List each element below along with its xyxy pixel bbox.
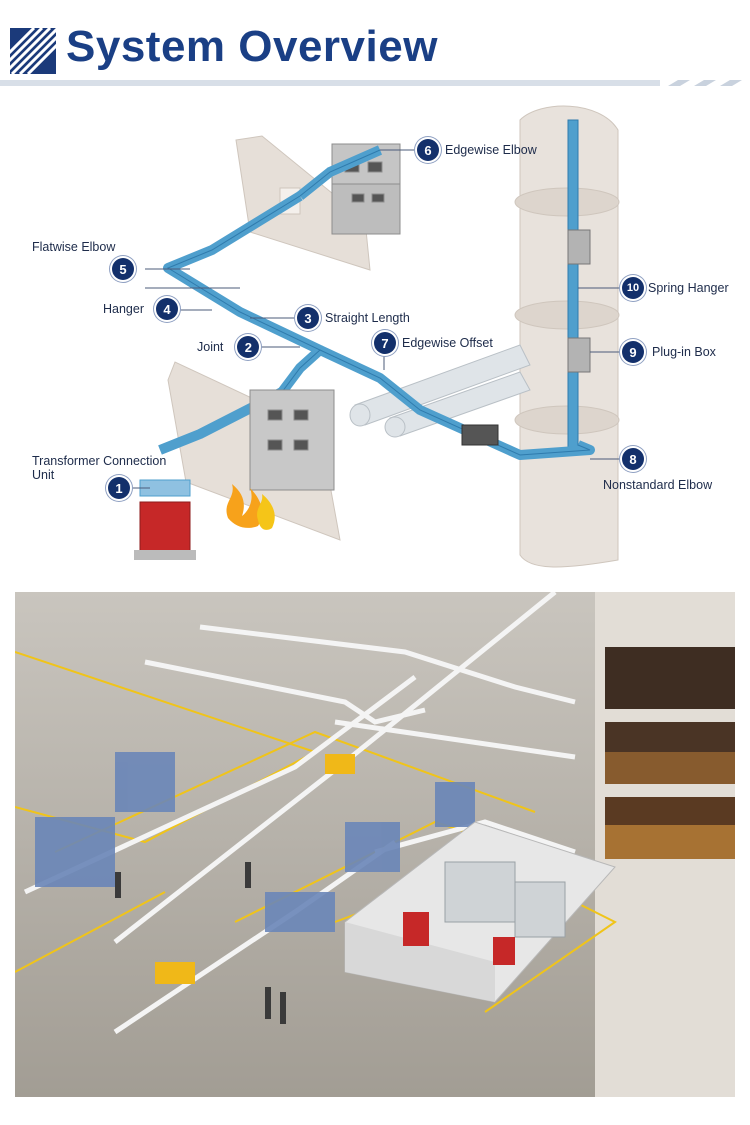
callout-joint: Joint 2: [197, 336, 260, 358]
callout-number-badge: 10: [622, 277, 644, 299]
callout-nonstandard-elbow-label: Nonstandard Elbow: [603, 478, 712, 492]
callout-label: Edgewise Elbow: [445, 143, 537, 157]
callout-label: Nonstandard Elbow: [603, 478, 713, 492]
diagram-illustration: [130, 105, 622, 568]
callout-number-badge: 5: [112, 258, 134, 280]
callout-spring-hanger: 10 Spring Hanger: [622, 277, 729, 299]
callout-label: Plug-in Box: [652, 345, 716, 359]
callout-label: Transformer Connection: [32, 454, 167, 468]
header-divider: [0, 80, 742, 86]
logo-icon: [10, 28, 56, 74]
callout-label: Spring Hanger: [648, 281, 729, 295]
busway-system-diagram: Transformer Connection Unit 1 Joint 2 3 …: [0, 100, 750, 570]
callout-transformer-connection-unit: Transformer Connection Unit: [32, 454, 166, 482]
callout-number-badge: 2: [237, 336, 260, 358]
callout-label: Joint: [197, 340, 224, 354]
callout-flatwise-elbow: Flatwise Elbow: [32, 240, 115, 254]
callout-number-badge: 4: [156, 298, 178, 320]
callout-label: Edgewise Offset: [402, 336, 493, 350]
callout-label: Hanger: [103, 302, 144, 316]
callout-number-badge: 1: [108, 477, 130, 499]
callout-5-badge: 5: [112, 258, 134, 280]
page-header: System Overview: [0, 0, 750, 95]
callout-number-badge: 7: [374, 332, 396, 354]
callout-label: Straight Length: [325, 311, 410, 325]
callout-hanger: Hanger 4: [103, 298, 178, 320]
factory-illustration: [15, 592, 735, 1097]
callout-straight-length: 3 Straight Length: [297, 307, 410, 329]
callout-1-badge: 1: [108, 477, 130, 499]
callout-nonstandard-elbow: 8: [622, 448, 644, 470]
callout-edgewise-elbow: 6 Edgewise Elbow: [417, 139, 537, 161]
page-title: System Overview: [66, 22, 438, 71]
callout-plug-in-box: 9 Plug-in Box: [622, 341, 716, 363]
callout-label: Unit: [32, 468, 55, 482]
callout-edgewise-offset: 7 Edgewise Offset: [374, 332, 493, 354]
callout-number-badge: 9: [622, 341, 644, 363]
callout-number-badge: 3: [297, 307, 319, 329]
fire-icon: [226, 484, 275, 530]
callout-label: Flatwise Elbow: [32, 240, 116, 254]
callout-number-badge: 8: [622, 448, 644, 470]
callout-number-badge: 6: [417, 139, 439, 161]
